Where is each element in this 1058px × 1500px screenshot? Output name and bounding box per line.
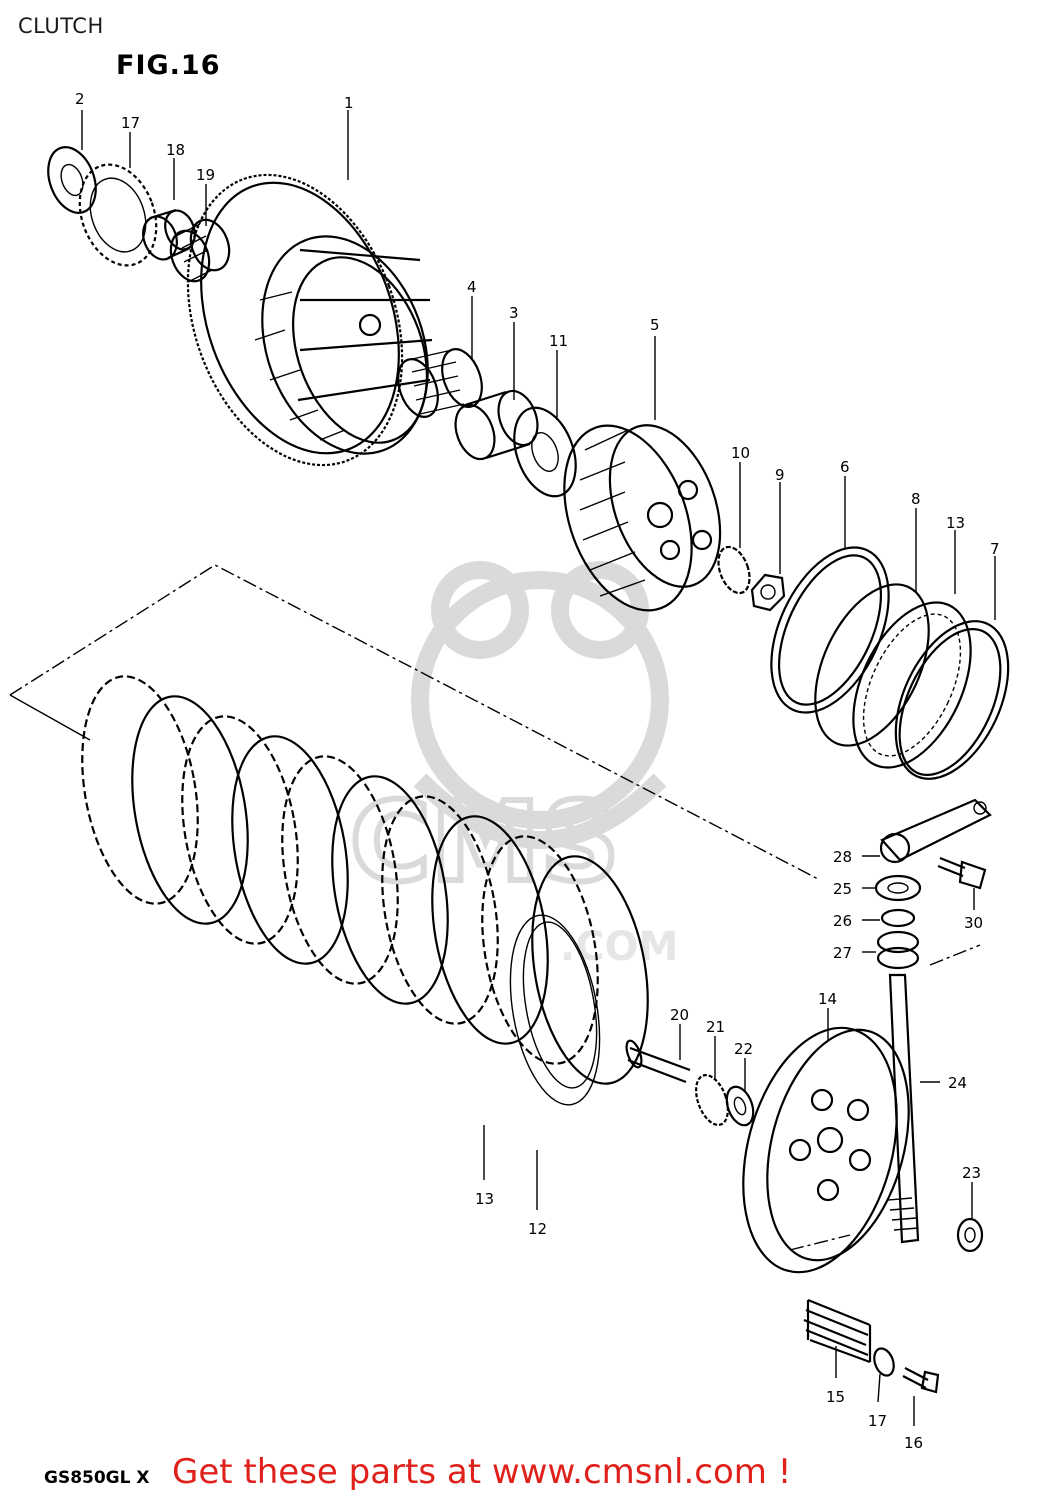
part-hub-5 <box>563 424 722 612</box>
part-pressure-plate-14 <box>742 1026 910 1274</box>
callout-6: 6 <box>840 458 850 476</box>
part-spring-7 <box>894 620 1010 780</box>
callout-11: 11 <box>549 332 568 350</box>
model-code: GS850GL X <box>44 1468 150 1488</box>
callout-22: 21 <box>706 1018 725 1036</box>
part-pushrod-21 <box>625 1039 691 1084</box>
callout-19: 18 <box>166 141 185 159</box>
callout-29: 28 <box>833 848 852 866</box>
part-washer-11 <box>513 406 577 498</box>
part-washer-2 <box>47 146 97 214</box>
assembly-lines <box>9 564 981 1251</box>
callout-numbers: 2 17 18 19 1 4 3 11 5 10 9 6 8 13 7 28 2… <box>75 90 1000 1452</box>
callout-24: 23 <box>962 1164 981 1182</box>
part-housing-1 <box>186 173 433 467</box>
callout-21: 20 <box>670 1006 689 1024</box>
callout-13-lower: 13 <box>475 1190 494 1208</box>
callout-10: 10 <box>731 444 750 462</box>
callout-28: 27 <box>833 944 852 962</box>
callout-30: 30 <box>964 914 983 932</box>
part-bolt-30 <box>937 856 987 890</box>
part-bolt-16 <box>902 1367 940 1394</box>
part-sleeve-3 <box>454 389 539 461</box>
callout-3: 3 <box>509 304 519 322</box>
part-plate-13-upper <box>852 601 972 769</box>
callout-4: 4 <box>467 278 477 296</box>
callout-2: 2 <box>75 90 85 108</box>
cta-link[interactable]: Get these parts at www.cmsnl.com ! <box>172 1452 792 1492</box>
callout-17: 17 <box>868 1412 887 1430</box>
callout-14: 14 <box>818 990 837 1008</box>
part-bearing-28 <box>876 930 920 970</box>
callout-25: 24 <box>948 1074 967 1092</box>
callout-1: 1 <box>344 94 354 112</box>
svg-text:.COM: .COM <box>560 924 678 970</box>
part-nut-9 <box>750 573 786 612</box>
callout-20: 19 <box>196 166 215 184</box>
callout-12: 12 <box>528 1220 547 1238</box>
part-bearing-20 <box>169 218 231 283</box>
callout-16: 16 <box>904 1434 923 1452</box>
callout-8: 8 <box>911 490 921 508</box>
callout-15: 15 <box>826 1388 845 1406</box>
callout-26: 25 <box>833 880 852 898</box>
part-release-shaft-25 <box>887 973 920 1244</box>
part-gear-18 <box>78 163 158 267</box>
part-washer-23 <box>725 1085 755 1127</box>
callout-27: 26 <box>833 912 852 930</box>
part-spring-15 <box>803 1298 872 1364</box>
part-washer-10 <box>717 545 751 595</box>
callout-5: 5 <box>650 316 660 334</box>
callout-18: 17 <box>121 114 140 132</box>
part-washer-17 <box>873 1347 895 1377</box>
page-title: CLUTCH <box>18 14 104 38</box>
part-ring-6 <box>770 546 890 714</box>
callout-7: 7 <box>990 540 1000 558</box>
part-ring-8 <box>814 583 930 747</box>
part-ring-27 <box>880 908 916 928</box>
figure-label: FIG.16 <box>116 50 221 81</box>
callout-9: 9 <box>775 466 785 484</box>
leader-lines <box>81 110 996 1426</box>
callout-23: 22 <box>734 1040 753 1058</box>
part-seal-26 <box>874 874 922 902</box>
part-washer-24 <box>956 1217 984 1253</box>
part-bearing-22 <box>695 1074 729 1126</box>
clutch-plate-stack <box>81 675 649 1106</box>
callout-13-upper: 13 <box>946 514 965 532</box>
part-release-arm-29 <box>879 798 992 864</box>
